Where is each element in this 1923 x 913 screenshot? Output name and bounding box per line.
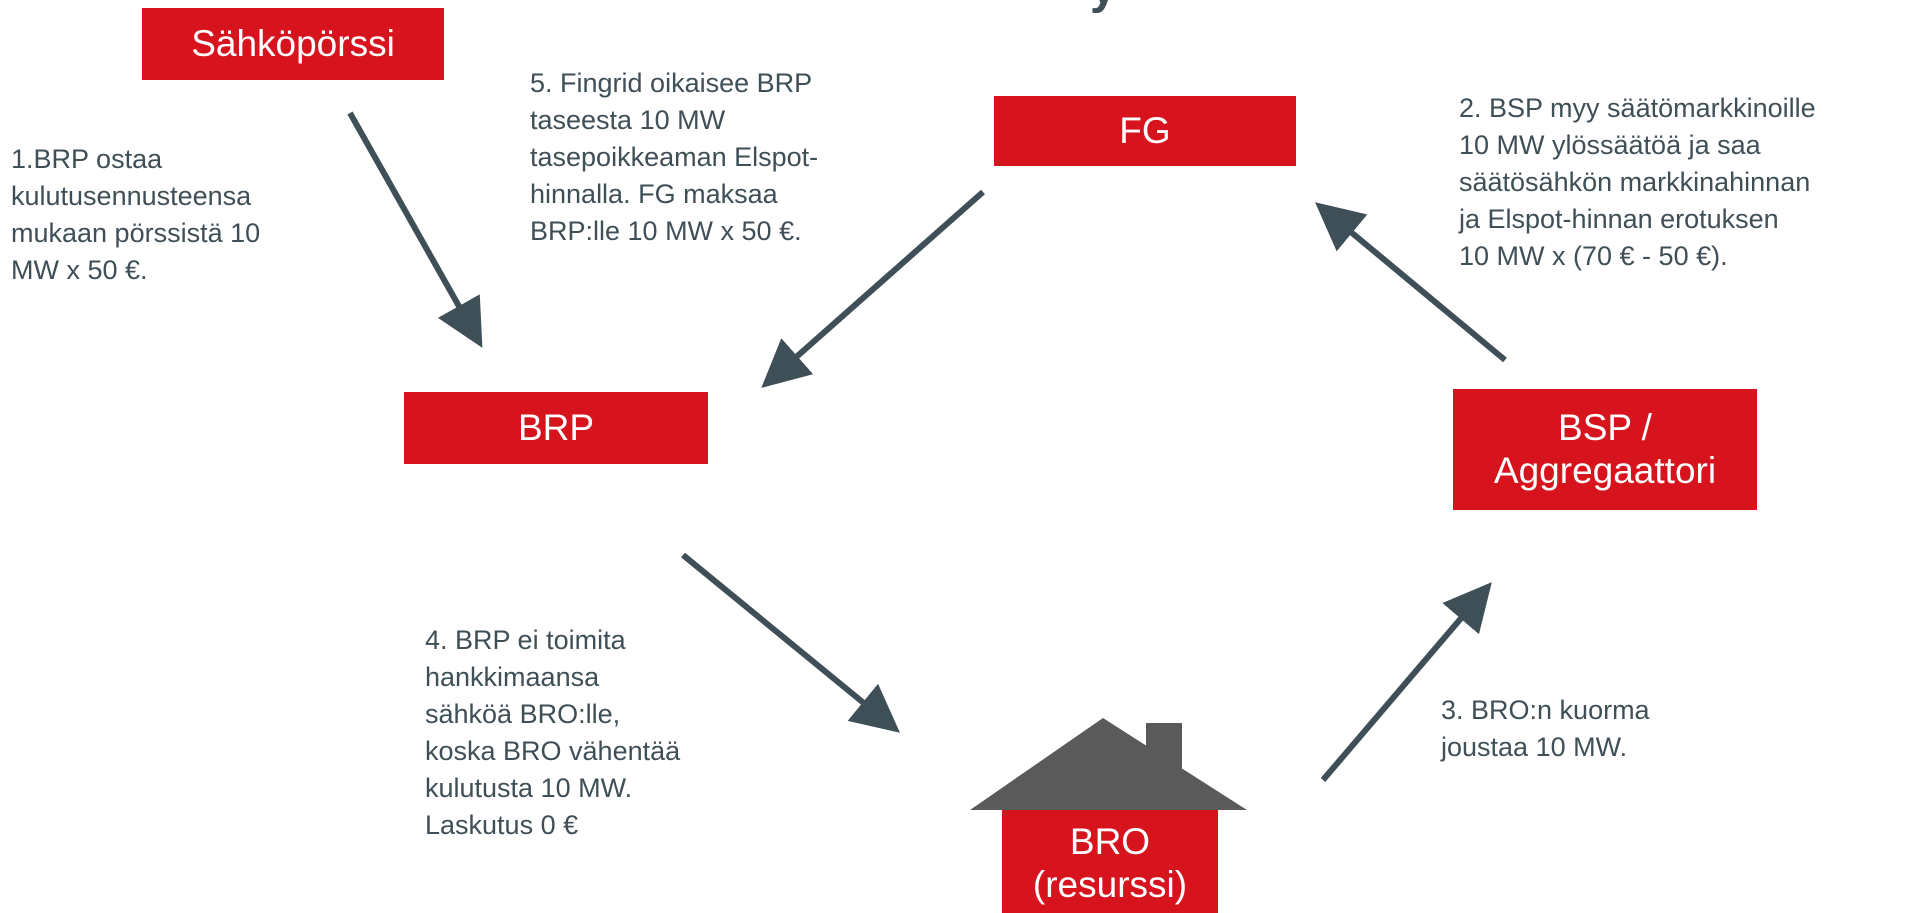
node-bsp: BSP / Aggregaattori <box>1453 389 1757 510</box>
step-3-text: 3. BRO:n kuorma joustaa 10 MW. <box>1441 695 1650 762</box>
node-bro-label: BRO (resurssi) <box>1032 820 1188 905</box>
node-bsp-label: BSP / Aggregaattori <box>1493 406 1717 491</box>
step-4-text: 4. BRP ei toimita hankkimaansa sähköä BR… <box>425 625 681 840</box>
node-exchange-label: Sähköpörssi <box>191 22 395 64</box>
node-fg: FG <box>994 96 1296 166</box>
node-brp: BRP <box>404 392 708 464</box>
node-fg-label: FG <box>1119 109 1171 151</box>
node-bro: BRO (resurssi) <box>1002 810 1218 913</box>
node-brp-label: BRP <box>517 406 595 448</box>
header-fragment: y <box>1090 0 1117 15</box>
arrow-fg-to-brp <box>761 189 985 388</box>
step-1-text: 1.BRP ostaa kulutusennusteensa mukaan pö… <box>11 144 261 285</box>
node-exchange: Sähköpörssi <box>142 8 444 80</box>
step-5-text: 5. Fingrid oikaisee BRP taseesta 10 MW t… <box>530 68 819 246</box>
house-chimney-icon <box>1146 723 1182 768</box>
arrow-bro-to-bsp <box>1320 582 1492 782</box>
arrow-bsp-to-fg <box>1315 202 1507 363</box>
house-roof-icon <box>970 718 1247 810</box>
arrow-brp-to-bro <box>681 552 900 733</box>
arrow-exchange-to-brp <box>347 111 483 348</box>
step-2-text: 2. BSP myy säätömarkkinoille 10 MW ylöss… <box>1459 93 1816 271</box>
